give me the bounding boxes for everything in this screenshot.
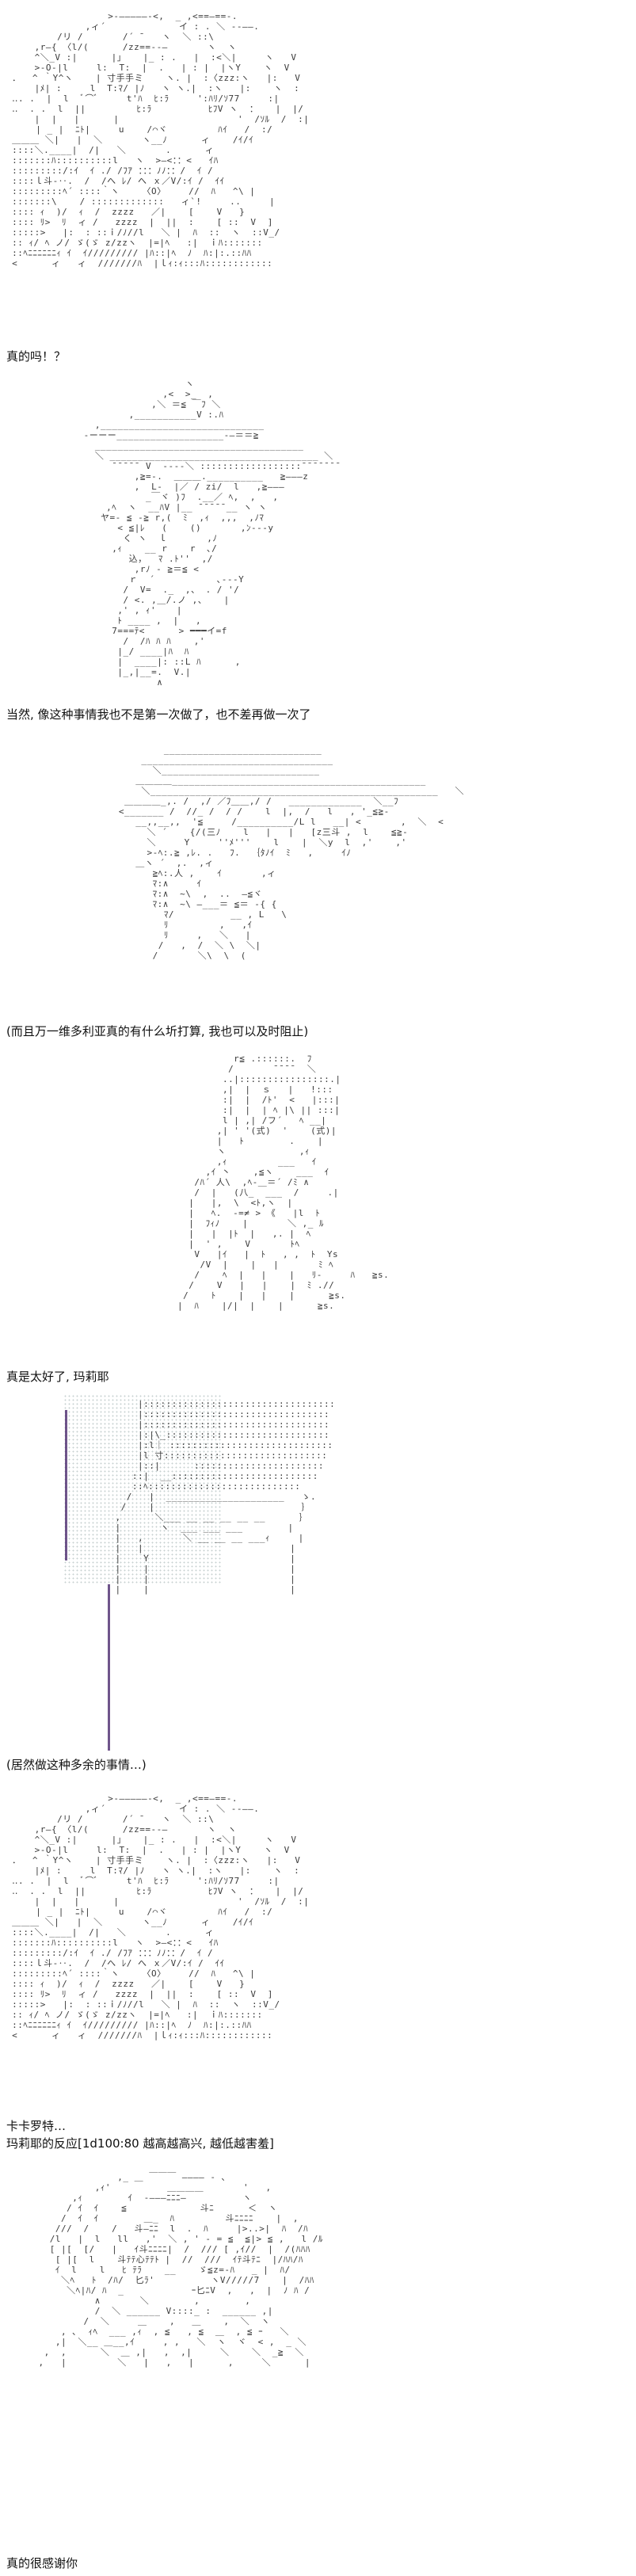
dialogue-line: (居然做这种多余的事情…) — [6, 1758, 147, 1772]
panel-3: ____________________________ ___________… — [0, 730, 636, 1046]
dialogue-line: 卡卡罗特… — [6, 2119, 67, 2133]
panel-6: >-―――――-<, _ ,<==―==-. ,ィ´ イ : . ＼ ‐‐――.… — [0, 1782, 636, 2167]
panel-4: r≦ .::::::. ﾌ / ¯¯¯¯ ＼ ..|::::::::::::::… — [0, 1046, 636, 1386]
dialogue-line: 真是太好了, 玛莉耶 — [6, 1370, 109, 1384]
dialogue-line: 当然, 像这种事情我也不是第一次做了，也不差再做一次了 — [6, 707, 311, 722]
dialogue-line: (而且万一维多利亚真的有什么圻打算, 我也可以及时阻止) — [6, 1024, 309, 1038]
panel-2: ヽ ,< >_ , ,＼ ＝≦ ￣ﾌ ＼ ,___________V :.ﾊ ,… — [0, 366, 636, 730]
ascii-art-scene: ____________________________ ___________… — [118, 745, 464, 961]
hair-shade — [65, 1410, 67, 1560]
ascii-art-character: ,_ ＿ ￣￣￣ ―――― - ､ ,ｨ' ＿＿＿＿ ' , ,ｨ ｲ -―――… — [38, 2172, 323, 2368]
ascii-art-character: >-―――――-<, _ ,<==―==-. ,ィ´ イ : . ＼ ‐‐――.… — [12, 1793, 310, 2041]
dialogue-line: 真的很感谢你 — [6, 2556, 78, 2570]
screentone — [63, 1394, 222, 1584]
ascii-art-character: |:::::::::::::::::::::::::::::::::: |:::… — [115, 1399, 336, 1595]
hair-shade — [108, 1584, 110, 1751]
ascii-art-character: >-―――――-<, _ ,<==―==-. ,ィ´ イ : . ＼ ‐‐――.… — [12, 11, 310, 269]
panel-1: >-―――――-<, _ ,<==―==-. ,ィ´ イ : . ＼ ‐‐――.… — [0, 0, 636, 366]
ascii-art-character: ヽ ,< >_ , ,＼ ＝≦ ￣ﾌ ＼ ,___________V :.ﾊ ,… — [83, 379, 341, 688]
dialogue-line: 真的吗！？ — [6, 349, 67, 364]
ascii-art-character: r≦ .::::::. ﾌ / ¯¯¯¯ ＼ ..|::::::::::::::… — [177, 1054, 390, 1311]
panel-5: |:::::::::::::::::::::::::::::::::: |:::… — [0, 1386, 636, 1782]
panel-7: ,_ ＿ ￣￣￣ ―――― - ､ ,ｨ' ＿＿＿＿ ' , ,ｨ ｲ -―――… — [0, 2167, 636, 2576]
dice-roll-line: 玛莉耶的反应[1d100:80 越高越高兴, 越低越害羞] — [6, 2136, 274, 2151]
